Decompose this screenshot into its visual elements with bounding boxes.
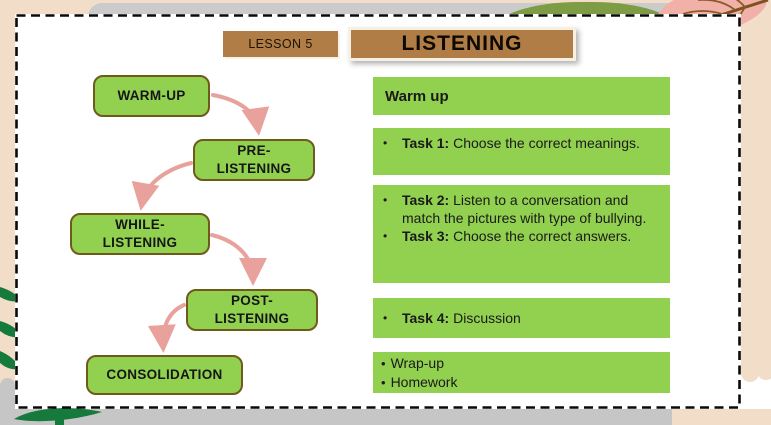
- panel-wrap-up: •Wrap-up •Homework: [373, 352, 670, 393]
- flow-box-consolidation: CONSOLIDATION: [86, 355, 243, 395]
- task-text: Task 4: Discussion: [402, 310, 521, 326]
- flow-box-while-listening-label: WHILE- LISTENING: [102, 217, 178, 250]
- presentation-slide: LESSON 5 LISTENING WARM-UP PRE- LISTENIN…: [15, 14, 741, 409]
- wrap-up-line: •Wrap-up: [381, 355, 444, 371]
- flow-box-consolidation-label: CONSOLIDATION: [106, 367, 223, 383]
- flow-box-pre-listening: PRE- LISTENING: [193, 139, 315, 181]
- panel-task-1: • Task 1: Choose the correct meanings.: [373, 128, 670, 175]
- task-text: Task 1: Choose the correct meanings.: [402, 135, 640, 151]
- scallop-decoration: [757, 362, 771, 380]
- flow-box-pre-listening-label: PRE- LISTENING: [216, 143, 292, 176]
- task-item: • Task 3: Choose the correct answers.: [383, 227, 662, 245]
- bullet-icon: •: [383, 311, 388, 325]
- panel-task-2-3: • Task 2: Listen to a conversation and m…: [373, 185, 670, 283]
- flow-arrow-3: [210, 233, 267, 286]
- flow-box-post-listening: POST- LISTENING: [186, 289, 318, 331]
- task-item: • Task 2: Listen to a conversation and m…: [383, 191, 662, 227]
- scallop-decoration: [741, 364, 759, 382]
- panel-warm-up-header-label: Warm up: [385, 87, 449, 105]
- laptop-screen-bottom-edge: [0, 408, 672, 425]
- task-text: Task 3: Choose the correct answers.: [402, 228, 632, 244]
- flow-arrow-1: [211, 93, 270, 136]
- flow-box-while-listening: WHILE- LISTENING: [70, 213, 210, 255]
- bullet-icon: •: [381, 356, 386, 371]
- panel-warm-up-header: Warm up: [373, 77, 670, 115]
- flow-arrow-2: [131, 161, 193, 211]
- flow-box-warm-up-label: WARM-UP: [117, 88, 186, 104]
- task-text: Task 2: Listen to a conversation and mat…: [402, 192, 647, 226]
- flow-box-post-listening-label: POST- LISTENING: [214, 293, 290, 326]
- flow-arrow-4: [147, 303, 186, 353]
- gray-corner-shape: [0, 378, 15, 425]
- flow-box-warm-up: WARM-UP: [93, 75, 210, 117]
- panel-task-4: • Task 4: Discussion: [373, 298, 670, 338]
- bullet-icon: •: [383, 193, 388, 207]
- bullet-icon: •: [383, 229, 388, 243]
- bullet-icon: •: [383, 136, 388, 150]
- bullet-icon: •: [381, 375, 386, 390]
- homework-line: •Homework: [381, 374, 458, 390]
- task-item: • Task 1: Choose the correct meanings.: [383, 134, 662, 152]
